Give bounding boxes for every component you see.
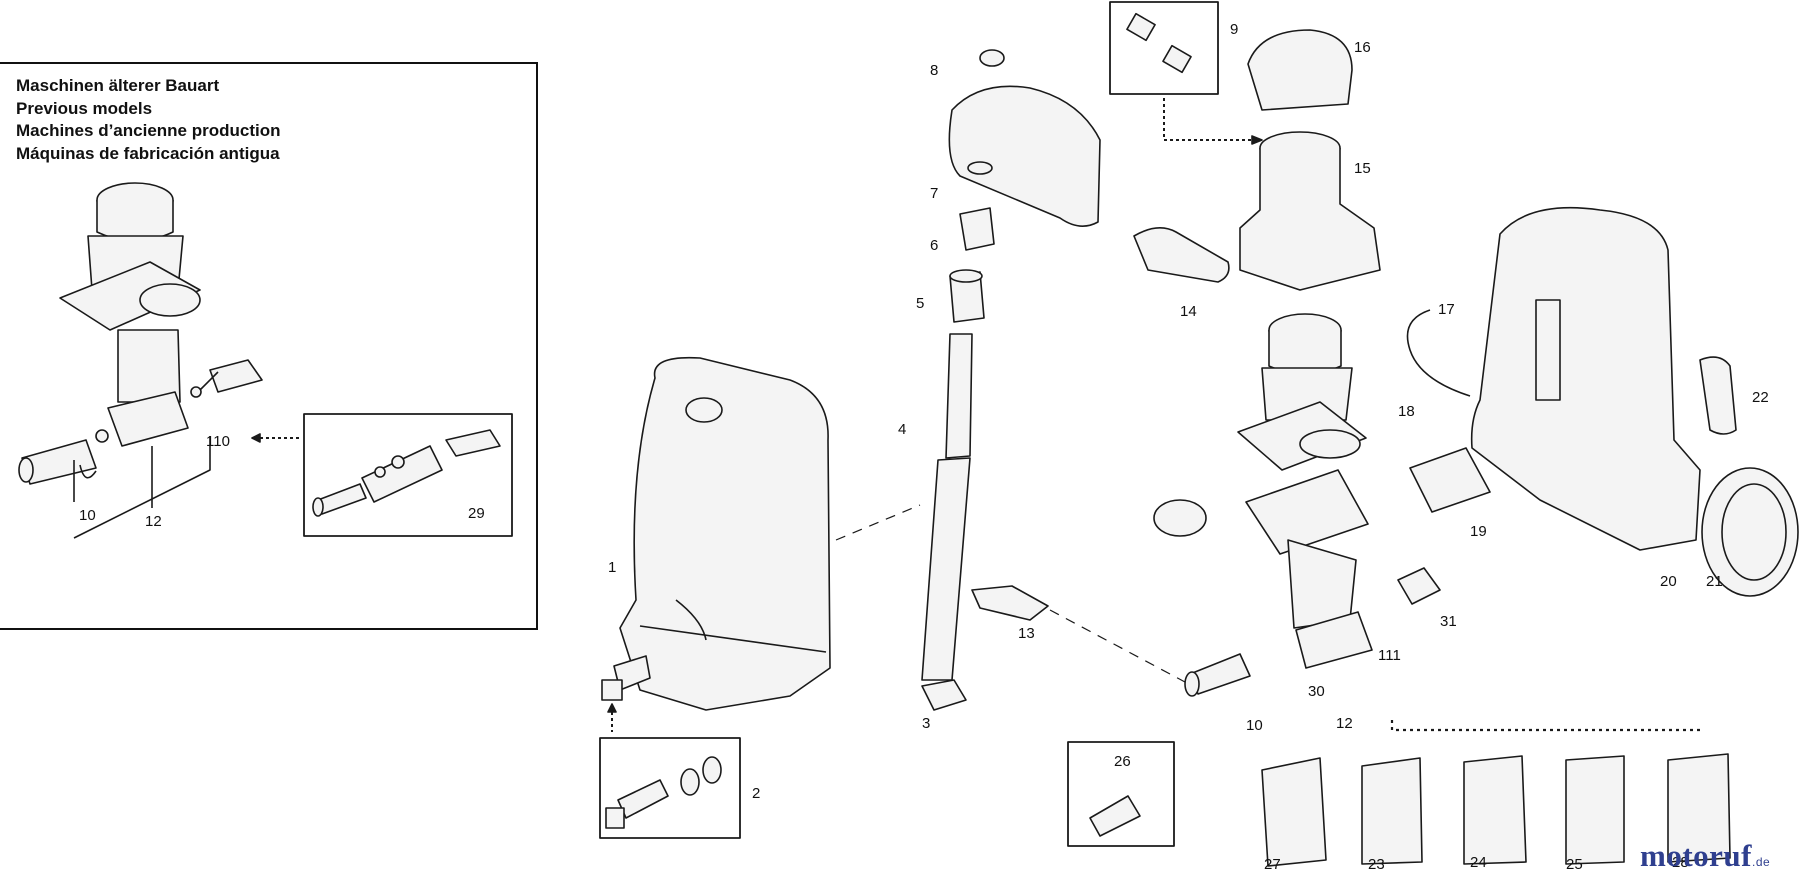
callout-8: 8 <box>930 62 939 79</box>
callout-27: 27 <box>1264 856 1281 873</box>
brand-tld: .de <box>1751 855 1771 869</box>
callout-2: 2 <box>752 785 761 802</box>
callout-18: 18 <box>1398 403 1415 420</box>
part-8-cap <box>979 49 1005 67</box>
part-1-housing <box>619 356 831 711</box>
callout-14: 14 <box>1180 303 1197 320</box>
legend-line-en: Previous models <box>16 98 153 118</box>
part-22-hook <box>1699 356 1737 435</box>
valve-assembly-29 <box>312 429 501 517</box>
callout-30: 30 <box>1308 683 1325 700</box>
callout-16: 16 <box>1354 39 1371 56</box>
callout-24: 24 <box>1470 854 1487 871</box>
part-20-frame <box>1470 207 1701 551</box>
part-15-motor-housing <box>1239 131 1381 291</box>
callout-13: 13 <box>1018 625 1035 642</box>
legend-line-de: Maschinen älterer Bauart <box>16 76 220 95</box>
part-17-cable <box>1406 309 1471 397</box>
callout-9: 9 <box>1230 21 1239 38</box>
callout-26: 26 <box>1114 753 1131 770</box>
callout-110: 110 <box>206 433 230 450</box>
part-16-motor-cap <box>1247 29 1353 111</box>
part-4-extension-tube <box>921 333 973 681</box>
part-19-switch <box>1409 447 1491 513</box>
part-31-seal-kit <box>1153 499 1207 537</box>
callout-7: 7 <box>930 185 939 202</box>
part-13-holder <box>971 585 1049 621</box>
callout-22: 22 <box>1752 389 1769 406</box>
part-21-cap <box>1701 467 1799 597</box>
part-26-coupling <box>1089 795 1141 837</box>
part-7-handle <box>948 85 1101 227</box>
callout-29: 29 <box>468 505 485 522</box>
part-14-bracket <box>1133 227 1230 283</box>
previous-models-frame <box>0 62 538 630</box>
callout-19: 19 <box>1470 523 1487 540</box>
kit-bag-27 <box>1261 757 1327 867</box>
callout-21: 21 <box>1706 573 1723 590</box>
kit-bag-23 <box>1361 757 1423 865</box>
callout-5: 5 <box>916 295 925 312</box>
kit-bag-24 <box>1463 755 1527 865</box>
inset-motor-pump-assembly <box>18 182 263 485</box>
callout-3: 3 <box>922 715 931 732</box>
callout-4: 4 <box>898 421 907 438</box>
part-26-box <box>1067 741 1175 847</box>
kit-bag-25 <box>1565 755 1625 865</box>
inset-leader-lines <box>73 371 219 539</box>
legend-line-fr: Machines d’ancienne production <box>16 121 281 140</box>
callout-12-main: 12 <box>1336 715 1353 732</box>
legend-line-es: Máquinas de fabricación antigua <box>16 143 280 163</box>
motoruf-logo: motoruf.de <box>1640 838 1770 874</box>
main-motor-pump-assembly <box>1237 313 1441 669</box>
part-5-sleeve <box>949 269 985 323</box>
part-9-carbon-brushes <box>1126 12 1192 74</box>
previous-models-legend: Maschinen älterer Bauart Previous models… <box>16 75 280 165</box>
callout-31: 31 <box>1440 613 1457 630</box>
callout-111: 111 <box>1378 647 1401 664</box>
callout-23: 23 <box>1368 856 1385 873</box>
callout-10-inset: 10 <box>79 507 96 524</box>
callout-12-inset: 12 <box>145 513 162 530</box>
callout-25: 25 <box>1566 856 1583 873</box>
part-2-connector <box>601 655 651 701</box>
callout-28: 28 <box>1672 854 1689 871</box>
callout-20: 20 <box>1660 573 1677 590</box>
callout-10-main: 10 <box>1246 717 1263 734</box>
callout-1: 1 <box>608 559 617 576</box>
callout-17: 17 <box>1438 301 1455 318</box>
callout-6: 6 <box>930 237 939 254</box>
part-9-box <box>1109 1 1219 95</box>
part-3-foot <box>921 679 967 711</box>
callout-15: 15 <box>1354 160 1371 177</box>
brand-name: motoruf <box>1640 838 1752 873</box>
part-6-adapter <box>959 207 995 251</box>
part-10-inlet-tube <box>1184 653 1251 697</box>
kit-bag-28 <box>1667 753 1731 863</box>
